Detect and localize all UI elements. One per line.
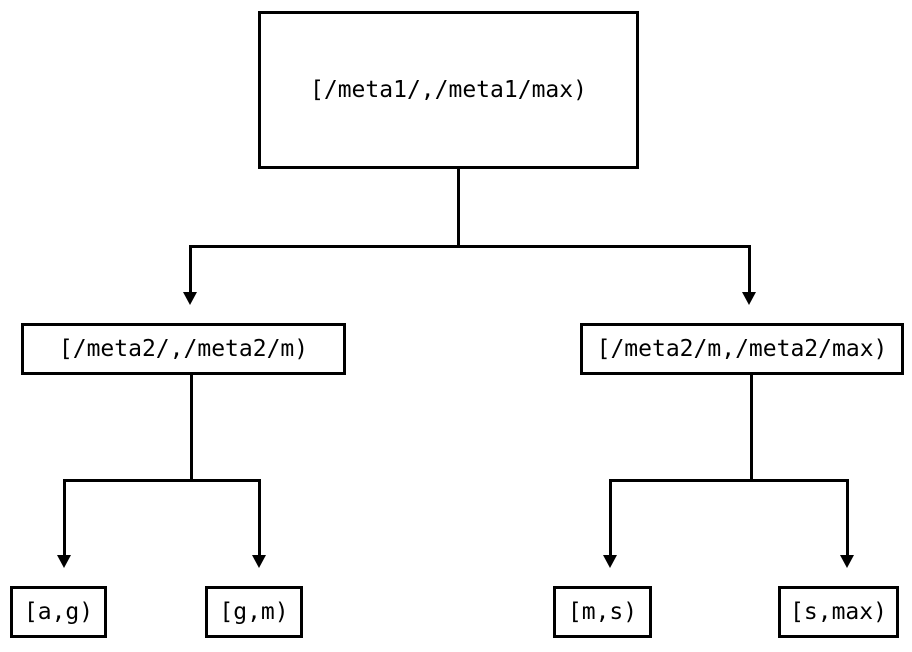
edge-mid-left-to-leaf1-drop [63, 479, 66, 556]
tree-node-leaf-m-s-label: [m,s) [567, 598, 638, 625]
edge-root-stem [457, 168, 460, 248]
edge-root-to-mid-right-drop [748, 245, 751, 293]
edge-mid-left-stem [190, 375, 193, 481]
edge-root-to-mid-left-arrowhead [183, 292, 197, 305]
edge-mid-right-to-leaf3-drop [609, 479, 612, 556]
tree-node-root[interactable]: [/meta1/,/meta1/max) [258, 11, 639, 169]
tree-node-root-label: [/meta1/,/meta1/max) [310, 76, 587, 103]
tree-node-leaf-g-m[interactable]: [g,m) [205, 586, 303, 638]
edge-mid-right-to-leaf4-drop [846, 479, 849, 556]
edge-mid-right-stem [750, 375, 753, 481]
tree-node-leaf-m-s[interactable]: [m,s) [553, 586, 652, 638]
edge-root-crossbar [189, 245, 751, 248]
tree-node-leaf-g-m-label: [g,m) [219, 598, 289, 625]
edge-mid-left-to-leaf2-drop [258, 479, 261, 556]
edge-mid-right-to-leaf3-arrowhead [603, 555, 617, 568]
edge-mid-right-crossbar [609, 479, 849, 482]
tree-node-leaf-a-g-label: [a,g) [23, 598, 94, 625]
tree-node-mid-left[interactable]: [/meta2/,/meta2/m) [21, 323, 346, 375]
edge-mid-left-to-leaf2-arrowhead [252, 555, 266, 568]
tree-node-mid-left-label: [/meta2/,/meta2/m) [58, 335, 309, 362]
tree-node-mid-right[interactable]: [/meta2/m,/meta2/max) [580, 323, 904, 375]
tree-node-leaf-s-max[interactable]: [s,max) [778, 586, 899, 638]
edge-root-to-mid-right-arrowhead [742, 292, 756, 305]
edge-mid-left-to-leaf1-arrowhead [57, 555, 71, 568]
tree-node-mid-right-label: [/meta2/m,/meta2/max) [596, 335, 888, 362]
tree-node-leaf-s-max-label: [s,max) [790, 598, 887, 625]
edge-mid-right-to-leaf4-arrowhead [840, 555, 854, 568]
tree-node-leaf-a-g[interactable]: [a,g) [10, 586, 107, 638]
edge-mid-left-crossbar [63, 479, 261, 482]
edge-root-to-mid-left-drop [189, 245, 192, 293]
